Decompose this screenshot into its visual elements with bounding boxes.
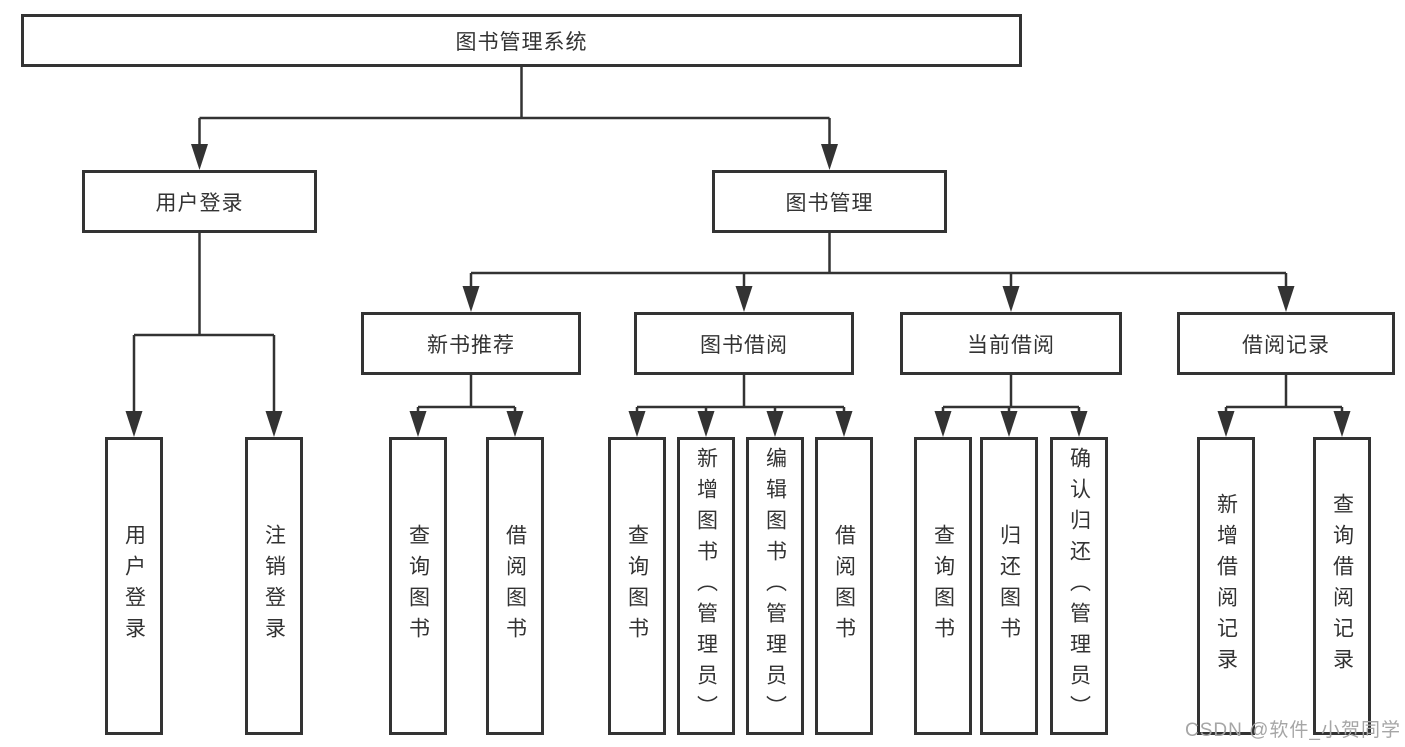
leaf-query-books-borrow: 查询图书 [608,437,666,735]
connector-user-login-children [132,233,276,414]
leaf-query-books-borrow-label: 查询图书 [625,524,649,648]
leaf-user-login: 用户登录 [105,437,163,735]
node-borrow-records: 借阅记录 [1177,312,1395,375]
leaf-confirm-return-admin-label: 确认归还（管理员） [1067,446,1091,726]
node-user-login-label: 用户登录 [155,191,244,215]
connector-new-book-recommend-children [416,375,517,414]
leaf-logout: 注销登录 [245,437,303,735]
leaf-edit-books-admin-label: 编辑图书（管理员） [763,446,787,726]
leaf-borrow-books-recommend-label: 借阅图书 [503,524,527,648]
connector-root-to-level2 [198,67,831,148]
node-root-label: 图书管理系统 [455,30,588,54]
connector-current-borrow-children [941,375,1081,414]
leaf-borrow-books: 借阅图书 [815,437,873,735]
watermark: CSDN @软件_小贺同学 [1185,720,1401,741]
leaf-query-borrow-record-label: 查询借阅记录 [1330,493,1354,679]
leaf-add-books-admin-label: 新增图书（管理员） [694,446,718,726]
leaf-query-books-current: 查询图书 [914,437,972,735]
node-book-borrow: 图书借阅 [634,312,854,375]
arrow-book-management [821,144,838,170]
leaf-query-books-recommend-label: 查询图书 [406,524,430,648]
connector-book-management-children [469,233,1288,290]
leaf-return-books-label: 归还图书 [997,524,1021,648]
leaf-user-login-label: 用户登录 [122,524,146,648]
leaf-edit-books-admin: 编辑图书（管理员） [746,437,804,735]
node-book-management: 图书管理 [712,170,947,233]
leaf-borrow-books-label: 借阅图书 [832,524,856,648]
node-current-borrow-label: 当前借阅 [967,333,1055,357]
leaf-add-borrow-record-label: 新增借阅记录 [1214,493,1238,679]
arrow-user-login [191,144,208,170]
leaf-confirm-return-admin: 确认归还（管理员） [1050,437,1108,735]
node-book-management-label: 图书管理 [785,191,874,215]
leaf-return-books: 归还图书 [980,437,1038,735]
leaf-query-borrow-record: 查询借阅记录 [1313,437,1371,735]
leaf-query-books-current-label: 查询图书 [931,524,955,648]
node-user-login: 用户登录 [82,170,317,233]
node-borrow-records-label: 借阅记录 [1242,333,1330,357]
node-book-borrow-label: 图书借阅 [700,333,788,357]
node-root: 图书管理系统 [21,14,1022,67]
node-new-book-recommend: 新书推荐 [361,312,581,375]
leaf-add-books-admin: 新增图书（管理员） [677,437,735,735]
connector-book-borrow-children [635,375,846,414]
node-current-borrow: 当前借阅 [900,312,1122,375]
leaf-logout-label: 注销登录 [262,524,286,648]
leaf-add-borrow-record: 新增借阅记录 [1197,437,1255,735]
leaf-query-books-recommend: 查询图书 [389,437,447,735]
leaf-borrow-books-recommend: 借阅图书 [486,437,544,735]
connector-borrow-records-children [1224,375,1344,414]
node-new-book-recommend-label: 新书推荐 [427,333,515,357]
